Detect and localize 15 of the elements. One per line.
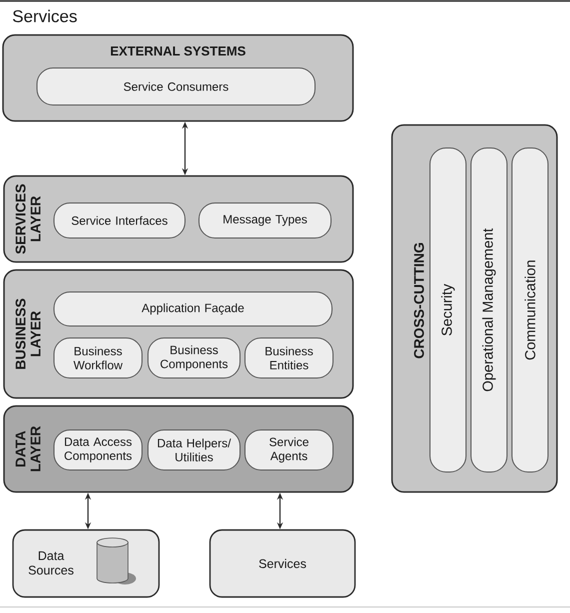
component-pill: Operational Management [470,148,508,472]
component-pill: Business Entities [244,338,334,378]
component-pill: Data Access Components [54,430,142,470]
component-pill: Business Workflow [54,338,142,378]
component-pill: Service Agents [244,430,334,470]
component-pill: Message Types [198,202,332,238]
component-pill: Data Helpers/ Utilities [148,430,240,470]
service-box: Services [209,529,356,598]
component-pill: Business Components [148,338,240,378]
component-pill: Service Interfaces [54,202,186,238]
component-pill: Service Consumers [36,68,316,106]
component-pill: Security [430,148,466,472]
component-pill: Application Façade [54,292,332,326]
title: Services [12,10,77,22]
component-pill: Communication [512,148,548,472]
